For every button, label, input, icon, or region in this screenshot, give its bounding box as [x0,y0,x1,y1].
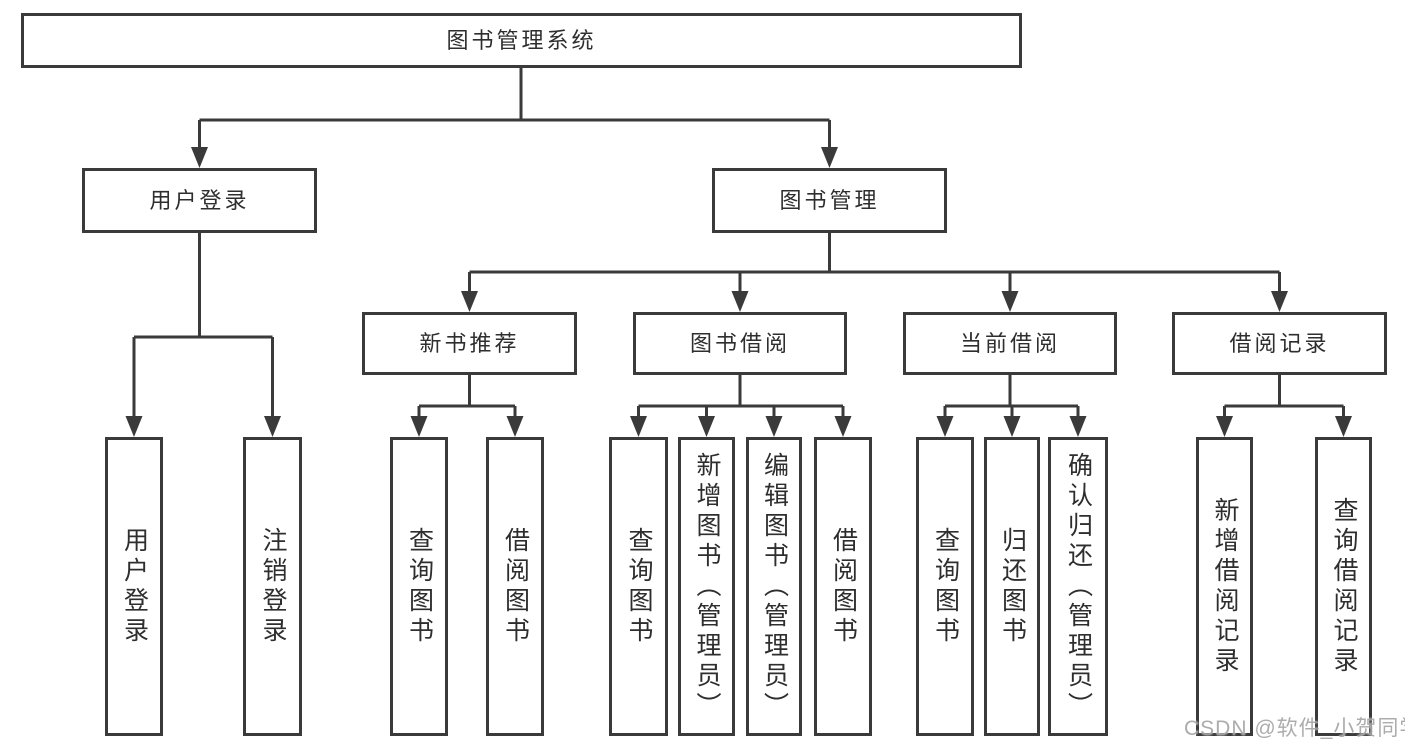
node-user-login-branch: 用户登录 [82,168,317,233]
node-label: 新增借阅记录 [1211,496,1239,677]
node-label: 借阅图书 [501,526,530,647]
node-new-book-recommend: 新书推荐 [362,312,577,375]
node-label: 图书借阅 [689,330,790,356]
node-label: 归还图书 [998,526,1027,647]
node-label: 图书管理 [779,187,880,213]
leaf-query-borrow-record: 查询借阅记录 [1315,437,1372,736]
leaf-borrowing-query-books: 查询图书 [609,437,668,736]
leaf-newbook-query-books: 查询图书 [390,437,448,736]
leaf-return-books: 归还图书 [984,437,1040,736]
node-label: 查询图书 [931,526,960,647]
node-label: 新增图书（管理员） [693,451,721,722]
leaf-newbook-borrow-books: 借阅图书 [486,437,544,736]
node-label: 确认归还（管理员） [1064,451,1093,722]
csdn-watermark: CSDN @软件_小贺同学 [1184,717,1405,740]
node-label: 借阅记录 [1229,330,1330,356]
leaf-user-login: 用户登录 [105,437,163,736]
node-label: 查询图书 [405,526,434,647]
node-label: 图书管理系统 [446,27,597,53]
leaf-logout: 注销登录 [243,437,302,736]
leaf-edit-book-admin: 编辑图书（管理员） [746,437,802,736]
node-book-borrowing: 图书借阅 [633,312,847,375]
node-label: 新书推荐 [419,330,520,356]
leaf-current-query-books: 查询图书 [916,437,974,736]
node-label: 用户登录 [149,187,250,213]
node-label: 用户登录 [120,526,149,647]
leaf-add-borrow-record: 新增借阅记录 [1196,437,1253,736]
node-label: 注销登录 [259,526,287,647]
node-library-management-system: 图书管理系统 [21,13,1022,68]
node-current-borrowing: 当前借阅 [903,312,1117,375]
node-label: 查询图书 [625,526,653,647]
node-label: 当前借阅 [959,330,1060,356]
leaf-borrowing-borrow-books: 借阅图书 [814,437,872,736]
node-label: 借阅图书 [829,526,858,647]
node-book-management-branch: 图书管理 [712,168,947,233]
node-label: 查询借阅记录 [1330,496,1358,677]
node-label: 编辑图书（管理员） [760,451,789,722]
leaf-add-book-admin: 新增图书（管理员） [678,437,735,736]
node-borrowing-records: 借阅记录 [1172,312,1387,375]
leaf-confirm-return-admin: 确认归还（管理员） [1048,437,1108,736]
